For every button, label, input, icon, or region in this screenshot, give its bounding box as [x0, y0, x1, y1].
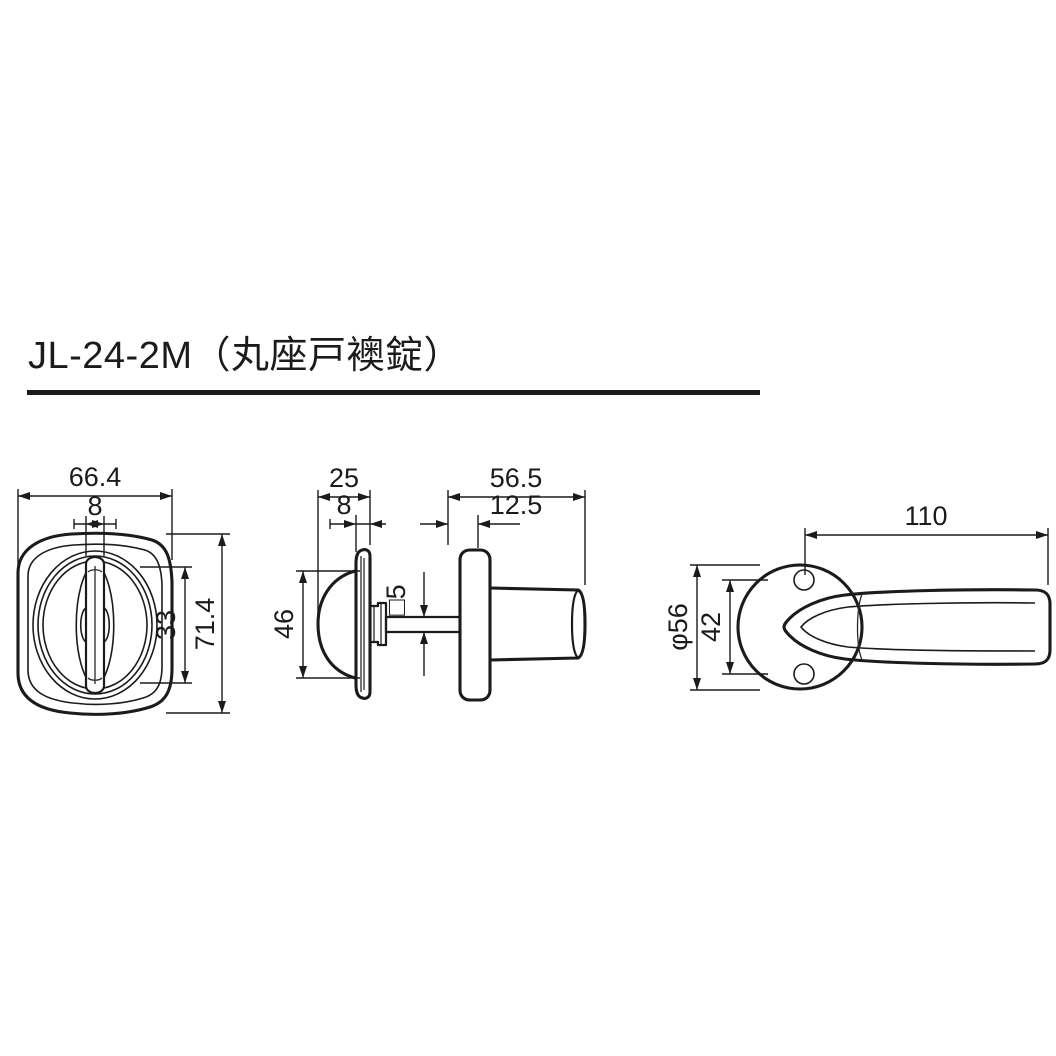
dimension-label-42: 42 [696, 612, 726, 642]
dimension-label-56-5: 56.5 [490, 463, 543, 493]
dimension-label-8-front: 8 [87, 491, 102, 521]
title-block: JL-24-2M（丸座戸襖錠） [0, 335, 1056, 395]
dimension-label-square-5: □5 [381, 584, 411, 615]
dimension-label-110: 110 [904, 501, 947, 531]
lever-view-geometry: 110 φ56 42 [663, 501, 1052, 691]
dimension-label-71-4: 71.4 [190, 598, 220, 651]
dimension-label-phi-56: φ56 [663, 603, 693, 651]
dimension-label-66-4: 66.4 [69, 462, 122, 492]
title-underline [27, 390, 760, 395]
dimension-label-12-5: 12.5 [490, 490, 543, 520]
dimension-label-25: 25 [329, 463, 359, 493]
dimension-label-8-side: 8 [336, 490, 351, 520]
side-view-geometry: 25 8 56.5 12.5 [269, 463, 587, 702]
dimension-label-46: 46 [269, 609, 299, 639]
dimension-label-33: 33 [151, 610, 181, 640]
page-title: JL-24-2M（丸座戸襖錠） [28, 335, 462, 377]
front-view-geometry: 66.4 8 71.4 33 [16, 462, 230, 716]
